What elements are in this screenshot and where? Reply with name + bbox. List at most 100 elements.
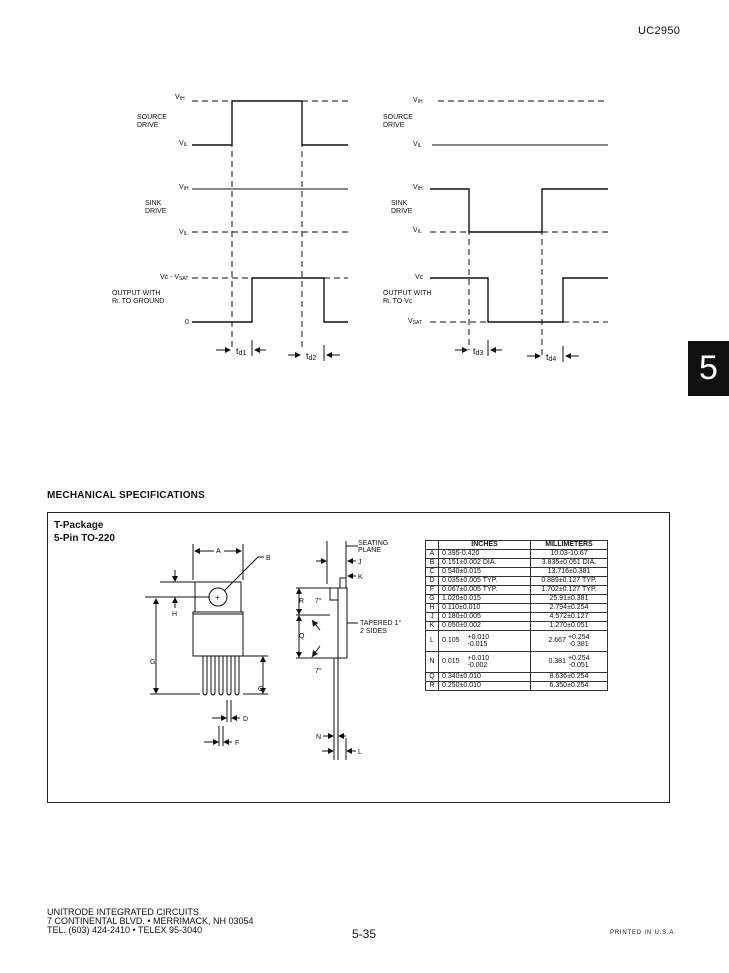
table-cell-mm: 6.350±0.254 <box>530 681 608 691</box>
table-cell-mm: 4.572±0.127 <box>530 612 608 622</box>
left-vih-label: VIH <box>175 94 185 102</box>
table-cell-mm: 0.889±0.127 TYP. <box>530 576 608 586</box>
table-cell-dim: H <box>425 603 439 613</box>
package-front-view: + A B H G C <box>145 544 271 747</box>
dim-label-j: J <box>358 559 362 566</box>
dim-label-g: G <box>150 659 155 666</box>
right-vih-label-2: VIH <box>413 184 423 192</box>
table-cell-mm: 25.91±0.381 <box>530 594 608 604</box>
table-cell-inches: 0.540±0.015 <box>438 567 531 577</box>
left-source-drive-label-1: SOURCE <box>137 114 167 121</box>
left-vih-label-2: VIH <box>179 184 189 192</box>
table-cell-mm: 2.794±0.254 <box>530 603 608 613</box>
left-zero-label: 0 <box>185 319 189 326</box>
table-cell-inches: 0.110±0.010 <box>438 603 531 613</box>
td4-label: td4 <box>546 352 556 363</box>
dim-label-b: B <box>266 555 271 562</box>
table-cell-inches: 0.105 +0.010-0.015 <box>438 630 531 652</box>
table-row: N 0.015 +0.010-0.002 0.381 +0.254-0.051 <box>425 651 608 673</box>
dim-label-k: K <box>358 574 363 581</box>
td1-label: td1 <box>236 346 246 357</box>
footer-phone: TEL. (603) 424-2410 • TELEX 95-3040 <box>47 925 203 935</box>
table-cell-inches: 0.340±0.010 <box>438 672 531 682</box>
right-vil-label: VIL <box>413 141 422 149</box>
dim-label-q: Q <box>299 633 305 640</box>
table-cell-mm: 10.03-10.67 <box>530 549 608 559</box>
table-cell-dim: A <box>425 549 439 559</box>
table-cell-dim: C <box>425 567 439 577</box>
section-tab: 5 <box>688 341 729 396</box>
table-header-mm: MILLIMETERS <box>530 540 608 550</box>
table-cell-dim: N <box>425 651 439 673</box>
angle-label-top: 7° <box>315 597 322 605</box>
tapered-label-2: 2 SIDES <box>360 628 387 635</box>
dim-label-r: R <box>299 598 304 605</box>
table-cell-dim: D <box>425 576 439 586</box>
table-cell-inches: 0.015 +0.010-0.002 <box>438 651 531 673</box>
dim-label-n: N <box>316 734 321 741</box>
timing-diagram-right: VIH SOURCE DRIVE VIL VIH SINK DRIVE VIL … <box>383 97 608 363</box>
table-cell-mm: 8.636±0.254 <box>530 672 608 682</box>
right-vih-label: VIH <box>413 97 423 105</box>
table-cell-inches: 0.250±0.010 <box>438 681 531 691</box>
part-number: UC2950 <box>638 25 681 37</box>
right-sink-drive-label-2: DRIVE <box>391 208 413 215</box>
table-cell-dim: G <box>425 594 439 604</box>
table-cell-mm: 0.381 +0.254-0.051 <box>530 651 608 673</box>
package-side-view: SEATING PLANE J K R Q 7° 7° TAPERED 1° 2… <box>296 540 401 760</box>
package-title-line-2: 5-Pin TO-220 <box>54 533 115 544</box>
table-cell-inches: 0.067±0.005 TYP. <box>438 585 531 595</box>
table-cell-mm: 1.270±0.051 <box>530 621 608 631</box>
right-source-drive-label-2: DRIVE <box>383 122 405 129</box>
tapered-label-1: TAPERED 1° <box>360 619 401 627</box>
dim-label-d: D <box>243 716 248 723</box>
table-row: L 0.105 +0.010-0.015 2.667 +0.254-0.381 <box>425 630 608 652</box>
table-cell-dim: L <box>425 630 439 652</box>
table-header-dim <box>425 540 439 550</box>
right-source-drive-label-1: SOURCE <box>383 114 413 121</box>
table-cell-inches: 0.395-0.420 <box>438 549 531 559</box>
table-cell-dim: K <box>425 621 439 631</box>
table-cell-inches: 0.151±0.002 DIA. <box>438 558 531 568</box>
mechanical-spec-heading: MECHANICAL SPECIFICATIONS <box>47 490 205 501</box>
table-cell-inches: 0.050±0.002 <box>438 621 531 631</box>
table-cell-dim: F <box>425 585 439 595</box>
dim-label-f: F <box>235 740 239 747</box>
package-title: T-Package 5-Pin TO-220 <box>54 519 115 545</box>
footer-street: 7 CONTINENTAL BLVD. • MERRIMACK, NH 0305… <box>47 916 254 926</box>
table-cell-mm: 3.835±0.051 DIA. <box>530 558 608 568</box>
table-cell-mm: 1.702±0.127 TYP. <box>530 585 608 595</box>
table-header-inches: INCHES <box>438 540 531 550</box>
left-output-label-2: RL TO GROUND <box>112 298 164 305</box>
left-vil-label: VIL <box>179 140 188 148</box>
table-cell-dim: J <box>425 612 439 622</box>
td3-label: td3 <box>473 346 483 357</box>
table-cell-inches: 1.020±0.015 <box>438 594 531 604</box>
package-title-line-1: T-Package <box>54 520 104 531</box>
footer-address: UNITRODE INTEGRATED CIRCUITS 7 CONTINENT… <box>47 908 254 935</box>
left-vcsat-label: Vc - VSAT <box>160 274 188 282</box>
table-cell-inches: 0.180±0.005 <box>438 612 531 622</box>
right-vil-label-2: VIL <box>413 227 422 235</box>
left-sink-drive-label-1: SINK <box>145 200 162 207</box>
table-cell-dim: Q <box>425 672 439 682</box>
left-output-label-1: OUTPUT WITH <box>112 290 160 297</box>
mounting-hole-plus: + <box>215 593 220 602</box>
left-sink-drive-label-2: DRIVE <box>145 208 167 215</box>
table-cell-dim: B <box>425 558 439 568</box>
left-source-drive-label-2: DRIVE <box>137 122 159 129</box>
left-vil-label-2: VIL <box>179 229 188 237</box>
right-vsat-label: VSAT <box>408 318 422 326</box>
right-sink-drive-label-1: SINK <box>391 200 408 207</box>
right-output-label-1: OUTPUT WITH <box>383 290 431 297</box>
